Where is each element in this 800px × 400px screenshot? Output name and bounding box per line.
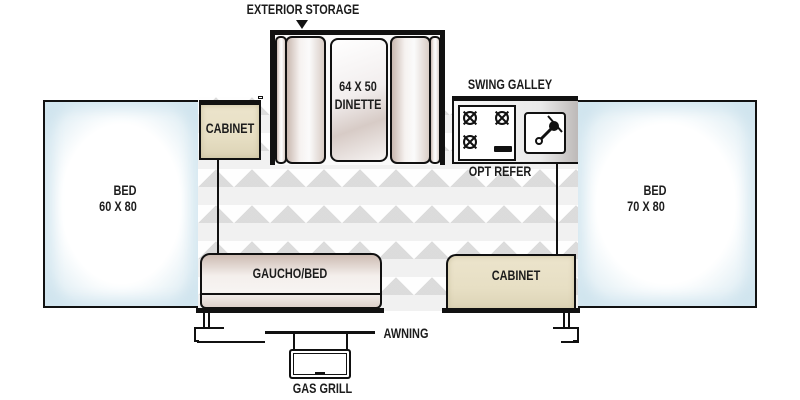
grill-leg: [293, 334, 295, 349]
sink: [524, 112, 566, 154]
bottom-wall-left: [196, 308, 384, 313]
dinette-right-seat: [390, 36, 431, 164]
dinette-table: [330, 38, 388, 162]
right-step-base: [573, 327, 579, 342]
burner-icon: [463, 111, 477, 125]
bed-right-70x80: [575, 100, 757, 308]
cabinet-top-vent: [258, 96, 263, 99]
gas-grill: [289, 349, 351, 379]
dinette-right-backrest: [429, 36, 441, 164]
stove-knobs-icon: [494, 146, 512, 152]
label-awning: AWNING: [383, 325, 429, 341]
right-step-foot: [553, 327, 578, 329]
label-opt-refer: OPT REFER: [468, 163, 532, 179]
right-step-post: [563, 313, 570, 327]
label-cabinet-top: CABINET: [205, 120, 255, 136]
left-interior-wall: [217, 160, 219, 254]
arrow-down-icon: [296, 20, 308, 29]
cabinet-top-left: [199, 100, 261, 160]
label-cabinet-bottom: CABINET: [491, 267, 541, 283]
label-dinette: DINETTE: [334, 96, 382, 112]
label-dinette-size: 64 X 50: [339, 78, 377, 94]
label-gaucho-bed: GAUCHO/BED: [252, 265, 328, 281]
grill-leg: [346, 334, 348, 349]
left-step-foot: [194, 327, 224, 329]
label-bed-right-size: 70 X 80: [627, 198, 665, 214]
bottom-wall-right: [442, 308, 580, 313]
label-swing-galley: SWING GALLEY: [467, 76, 553, 92]
label-gas-grill: GAS GRILL: [292, 380, 353, 396]
left-step-line: [197, 341, 265, 343]
burner-icon: [463, 135, 477, 149]
awning-bar: [265, 331, 375, 334]
gaucho-bed: [200, 253, 382, 309]
label-bed-right-title: BED: [643, 182, 667, 198]
label-bed-left-title: BED: [113, 182, 137, 198]
bed-left-60x80: [43, 100, 200, 308]
faucet-icon: [535, 115, 563, 145]
gaucho-seam: [200, 293, 382, 295]
cabinet-bottom-right: [446, 254, 576, 310]
left-step-base: [194, 327, 199, 342]
left-step-post: [203, 313, 210, 327]
burner-icon: [495, 111, 509, 125]
right-interior-wall: [556, 164, 558, 254]
right-step-line: [561, 341, 579, 343]
label-exterior-storage: EXTERIOR STORAGE: [246, 1, 360, 17]
grill-handle-icon: [315, 372, 325, 375]
label-bed-left-size: 60 X 80: [99, 198, 137, 214]
dinette-left-seat: [285, 36, 326, 164]
